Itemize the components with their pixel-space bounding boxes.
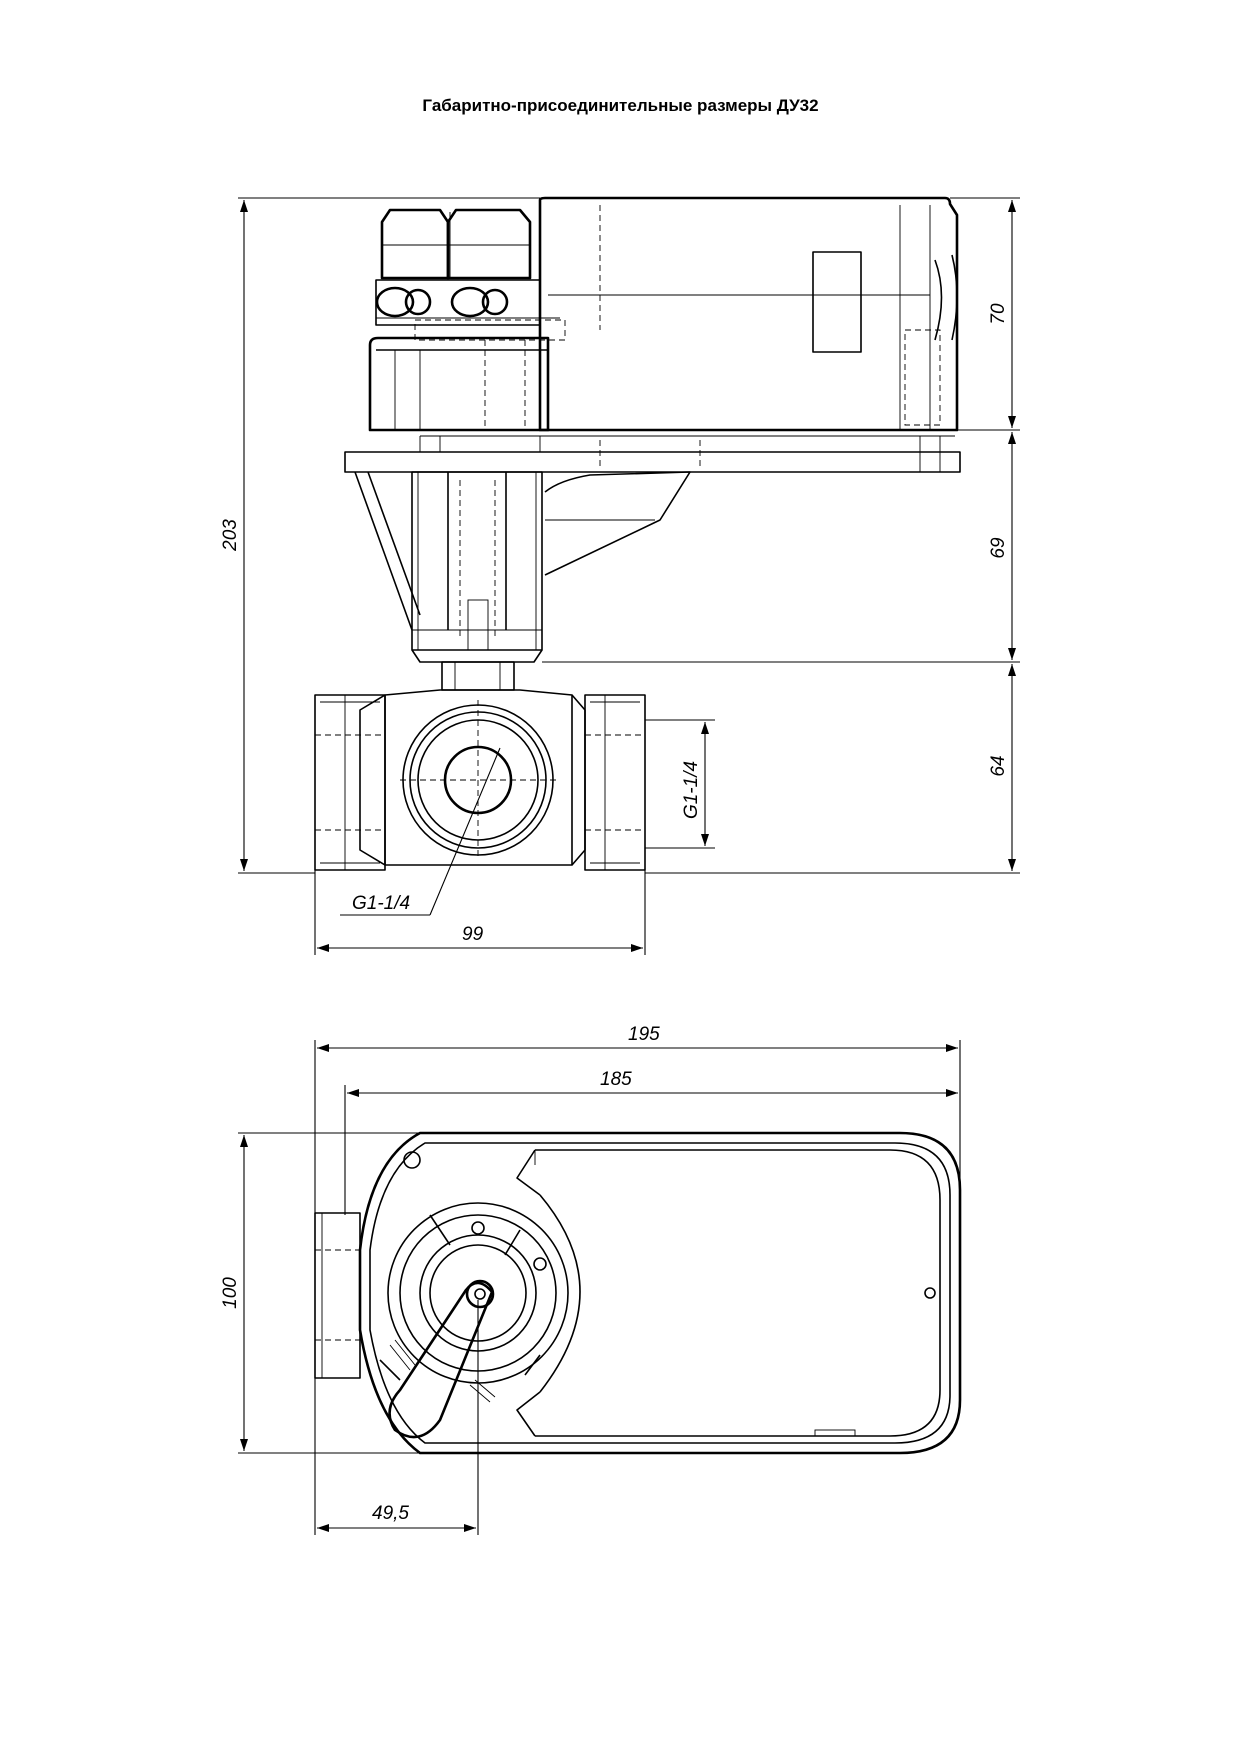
top-view-dimensions: 195 185 100 49,5 — [220, 1024, 961, 1535]
dim-actuator-length: 185 — [600, 1069, 632, 1090]
dim-port-side: G1-1/4 — [681, 761, 702, 819]
dim-overall-height: 203 — [220, 519, 241, 552]
top-view-drawing — [314, 1131, 962, 1455]
dim-axis-offset: 49,5 — [372, 1503, 409, 1524]
dim-bracket-height: 69 — [988, 537, 1009, 559]
dim-valve-length: 99 — [462, 924, 484, 945]
dim-port-front: G1-1/4 — [352, 893, 410, 914]
dim-total-length: 195 — [628, 1024, 660, 1045]
page-title: Габаритно-присоединительные размеры ДУ32 — [422, 96, 819, 115]
side-view-dimensions: 203 70 69 64 G1-1/4 G1-1/4 99 — [220, 197, 1020, 955]
dim-actuator-height: 70 — [988, 303, 1009, 325]
side-view-drawing — [314, 196, 961, 871]
dim-width: 100 — [220, 1277, 241, 1309]
dim-valve-height: 64 — [988, 755, 1009, 776]
